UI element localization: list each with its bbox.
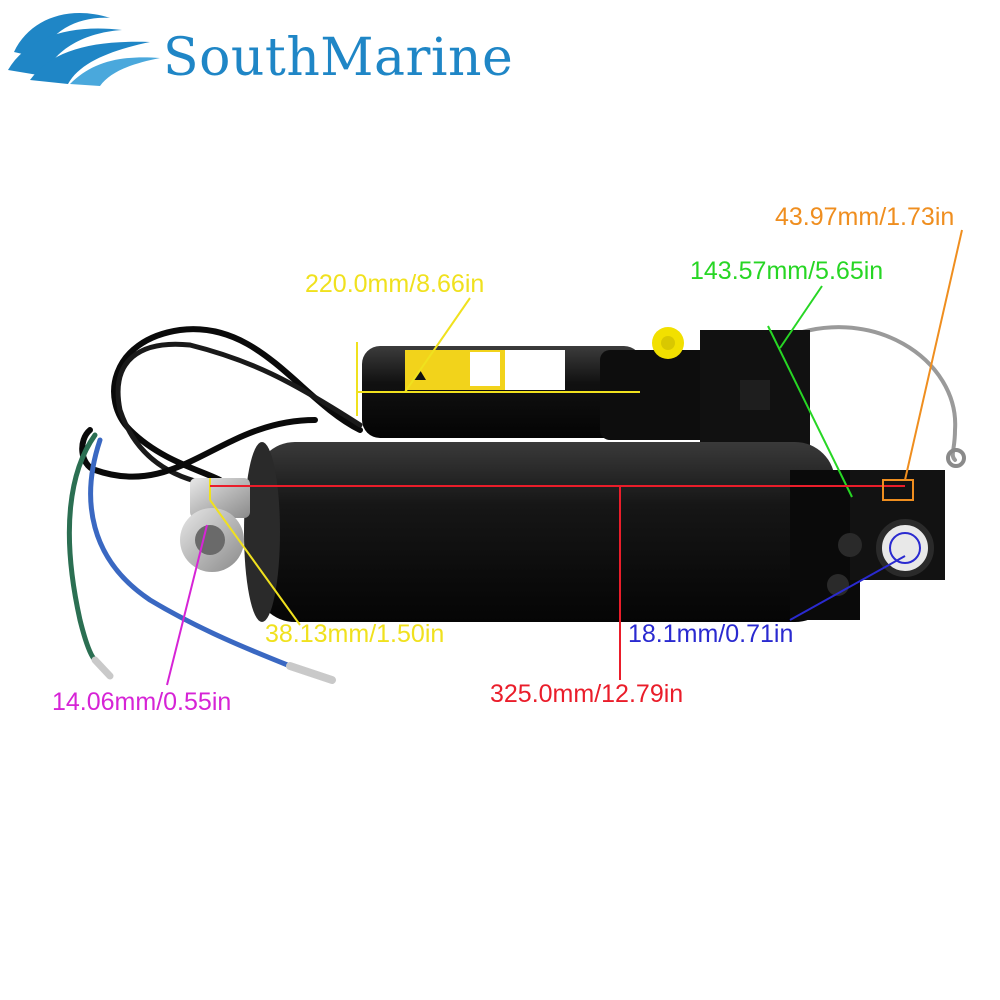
steel-rod-end: [180, 478, 250, 572]
rod-hole-diameter-label: 14.06mm/0.55in: [52, 688, 232, 716]
bracket-width-label: 43.97mm/1.73in: [775, 203, 955, 231]
bracket-height-label: 143.57mm/5.65in: [690, 257, 884, 285]
brand-name: SouthMarine: [163, 28, 514, 88]
trim-cylinder: [244, 442, 945, 622]
dimension-lines: [166, 229, 963, 686]
rod-end-diameter-label: 38.13mm/1.50in: [265, 620, 445, 648]
mount-hole-diameter-label: 18.1mm/0.71in: [628, 620, 794, 648]
pump-motor: [362, 327, 810, 460]
wire-harness: [66, 325, 966, 684]
motor-length-label: 220.0mm/8.66in: [305, 270, 485, 298]
overall-length-label: 325.0mm/12.79in: [490, 680, 684, 708]
brand-logo: [8, 13, 160, 86]
